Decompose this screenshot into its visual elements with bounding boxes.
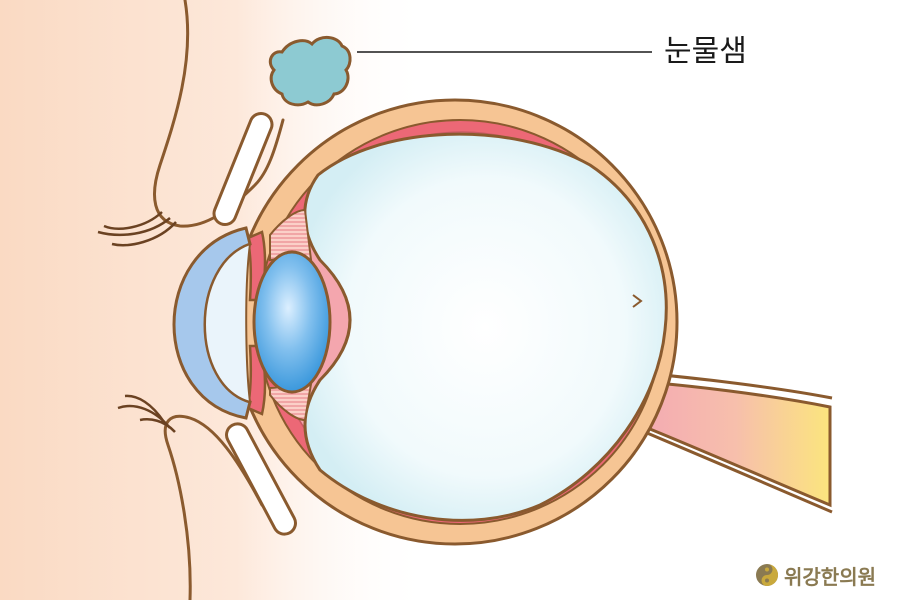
upper-eyelash: [103, 211, 163, 230]
aqueous-humor: [204, 242, 252, 404]
vitreous-body: [303, 132, 668, 522]
optic-nerve: [617, 378, 832, 508]
lower-conjunctival-fold: [225, 422, 297, 536]
lens: [252, 250, 332, 394]
brand-logo: 위강한의원: [755, 560, 876, 590]
upper-conjunctival-fold: [212, 111, 274, 227]
lower-eyelash: [139, 418, 176, 433]
lacrimal-gland-shape: [268, 36, 352, 107]
yin-yang-logo-icon: [756, 564, 778, 586]
optic-nerve-sheath: [639, 428, 833, 514]
upper-eyelash: [97, 217, 171, 237]
lacrimal-gland-label: 눈물샘: [664, 34, 747, 69]
upper-eyelash: [111, 221, 177, 247]
upper-eyelid: [153, 0, 285, 228]
brand-name: 위강한의원: [784, 564, 876, 589]
lower-eyelash: [124, 394, 166, 423]
optic-disc-notch: [632, 294, 643, 308]
